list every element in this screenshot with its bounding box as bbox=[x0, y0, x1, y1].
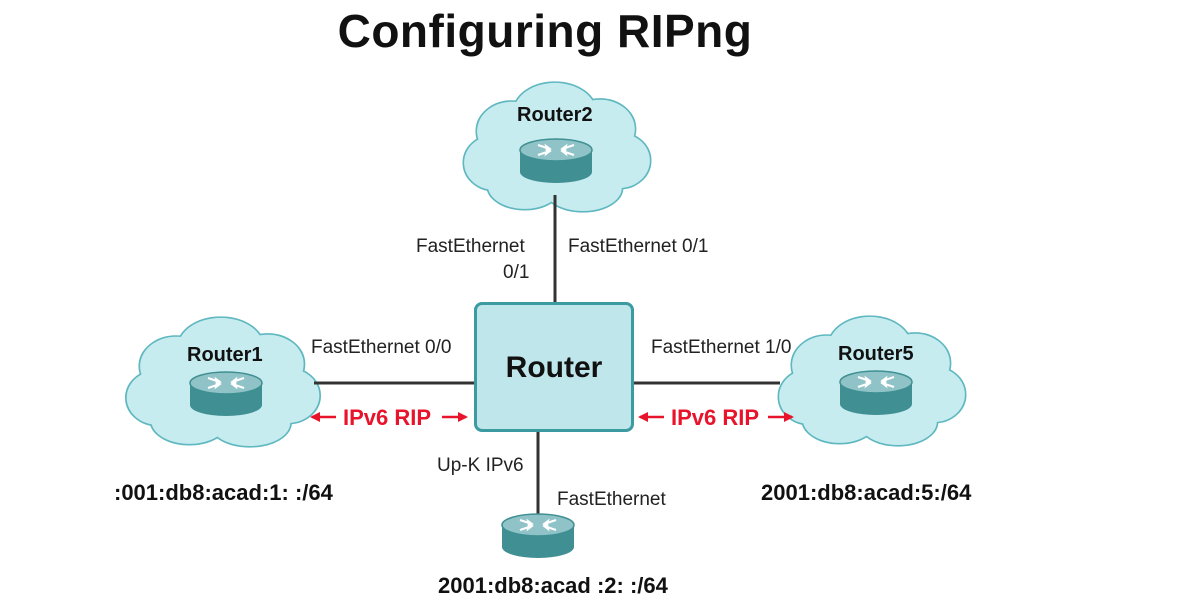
router1-label: Router1 bbox=[187, 344, 263, 366]
link-left-label: FastEthernet 0/0 bbox=[311, 337, 452, 358]
ipv6-rip-right-label: IPv6 RIP bbox=[671, 405, 760, 430]
link-bottom-left-label: Up-K IPv6 bbox=[437, 455, 524, 476]
ipv6-rip-left-label: IPv6 RIP bbox=[343, 405, 432, 430]
router5-label: Router5 bbox=[838, 343, 914, 365]
link-top-left-label-line2: 0/1 bbox=[503, 262, 530, 283]
router1-icon bbox=[189, 371, 263, 417]
diagram-title: Configuring RIPng bbox=[337, 5, 753, 57]
router2-label: Router2 bbox=[517, 104, 593, 126]
router2-icon bbox=[519, 138, 593, 184]
bottom-router-address: 2001:db8:acad :2: :/64 bbox=[438, 573, 668, 598]
router1-address: :001:db8:acad:1: :/64 bbox=[114, 480, 333, 505]
link-top-left-label-line1: FastEthernet bbox=[416, 236, 525, 257]
link-bottom-right-label: FastEthernet bbox=[557, 489, 666, 510]
central-router-box: Router bbox=[474, 302, 634, 432]
router5-address: 2001:db8:acad:5:/64 bbox=[761, 480, 972, 505]
link-top-right-label: FastEthernet 0/1 bbox=[568, 236, 709, 257]
link-right-label: FastEthernet 1/0 bbox=[651, 337, 792, 358]
bottom-router-icon bbox=[501, 513, 575, 559]
router5-icon bbox=[839, 370, 913, 416]
central-router-label: Router bbox=[505, 351, 603, 384]
